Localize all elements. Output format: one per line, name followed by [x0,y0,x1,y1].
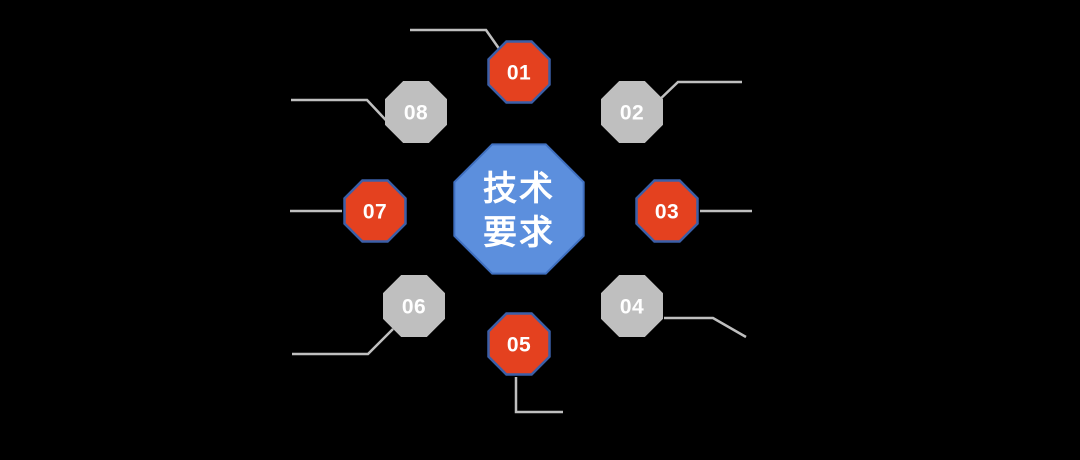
node-shape-06 [383,275,445,337]
connector-line-05 [514,377,563,414]
center-hub-shape [453,143,585,275]
node-octagon-05[interactable]: 05 [487,312,551,376]
node-shape-03 [635,179,699,243]
node-octagon-06[interactable]: 06 [383,275,445,337]
node-number-label-01: 01 [507,62,531,85]
node-octagon-08[interactable]: 08 [385,81,447,143]
connector-line-04 [664,316,747,339]
node-number-label-03: 03 [655,201,679,224]
node-shape-08 [385,81,447,143]
node-number-label-04: 04 [620,296,644,319]
connector-line-02 [654,80,742,105]
center-hub-title-line2: 要求 [483,214,555,252]
connectors-layer [290,28,752,414]
node-octagon-01[interactable]: 01 [487,40,551,104]
node-number-label-06: 06 [402,296,426,319]
node-octagon-04[interactable]: 04 [601,275,663,337]
center-hub-title-line1: 技术 [483,170,555,208]
connector-line-08 [291,98,398,133]
node-number-label-05: 05 [507,334,531,357]
node-octagon-03[interactable]: 03 [635,179,699,243]
node-octagon-07[interactable]: 07 [343,179,407,243]
node-shape-05 [487,312,551,376]
connector-line-06 [292,328,394,356]
node-number-label-02: 02 [620,102,644,125]
node-octagon-02[interactable]: 02 [601,81,663,143]
node-shape-04 [601,275,663,337]
node-shape-02 [601,81,663,143]
connector-line-01 [410,28,502,51]
node-shape-01 [487,40,551,104]
node-shape-07 [343,179,407,243]
node-number-label-07: 07 [363,201,387,224]
nodes-layer: 01 02 03 04 05 06 07 08 [343,40,699,376]
node-number-label-08: 08 [404,102,428,125]
